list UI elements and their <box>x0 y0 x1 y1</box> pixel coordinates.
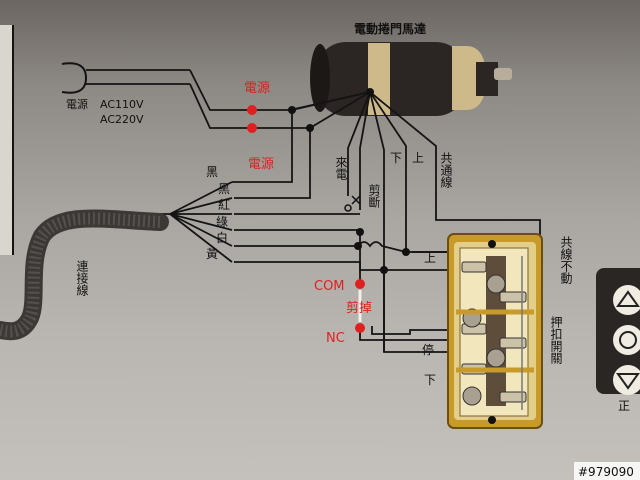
com-label: COM <box>314 279 345 294</box>
wire-yellow: 黃 <box>206 247 218 261</box>
motor <box>310 42 512 116</box>
wire-black-1: 黑 <box>206 165 218 179</box>
cut-label: 剪斷 <box>367 183 381 208</box>
remote-control <box>596 268 640 395</box>
wire-black-2: 黑 <box>218 182 230 196</box>
wire-green: 綠 <box>216 215 228 229</box>
push-switch-label: 押扣開關 <box>549 316 563 364</box>
incoming-power-label: 來電 <box>334 156 348 180</box>
wire-red: 紅 <box>218 198 230 212</box>
scissors-icon <box>344 195 361 212</box>
push-switch <box>447 233 543 429</box>
common-line-label: 共通線 <box>439 152 453 188</box>
switch-stop-label: 停 <box>422 342 434 357</box>
power-red-label-1: 電源 <box>244 81 270 96</box>
power-red-label-2: 電源 <box>248 157 274 172</box>
cable-label: 連接線 <box>75 260 89 296</box>
wiring <box>61 62 541 353</box>
voltage-220: AC220V <box>100 113 144 126</box>
lead-up-label: 上 <box>412 151 424 165</box>
left-edge-panel <box>0 25 14 255</box>
cut-off-label: 剪掉 <box>346 300 372 316</box>
red-markers <box>247 105 365 333</box>
junction-dots <box>288 88 496 274</box>
remote-partial-label: 正 <box>618 399 630 413</box>
watermark: #979090 <box>578 465 634 479</box>
power-label: 電源 <box>66 97 88 111</box>
switch-down-label: 下 <box>424 373 436 387</box>
switch-up-label: 上 <box>424 251 436 265</box>
voltage-110: AC110V <box>100 98 144 111</box>
motor-label: 電動捲門馬達 <box>354 21 426 36</box>
lead-down-label: 下 <box>390 151 402 165</box>
wire-white: 白 <box>216 230 228 245</box>
common-fixed-label: 共線不動 <box>559 236 573 284</box>
nc-label: NC <box>326 331 345 346</box>
